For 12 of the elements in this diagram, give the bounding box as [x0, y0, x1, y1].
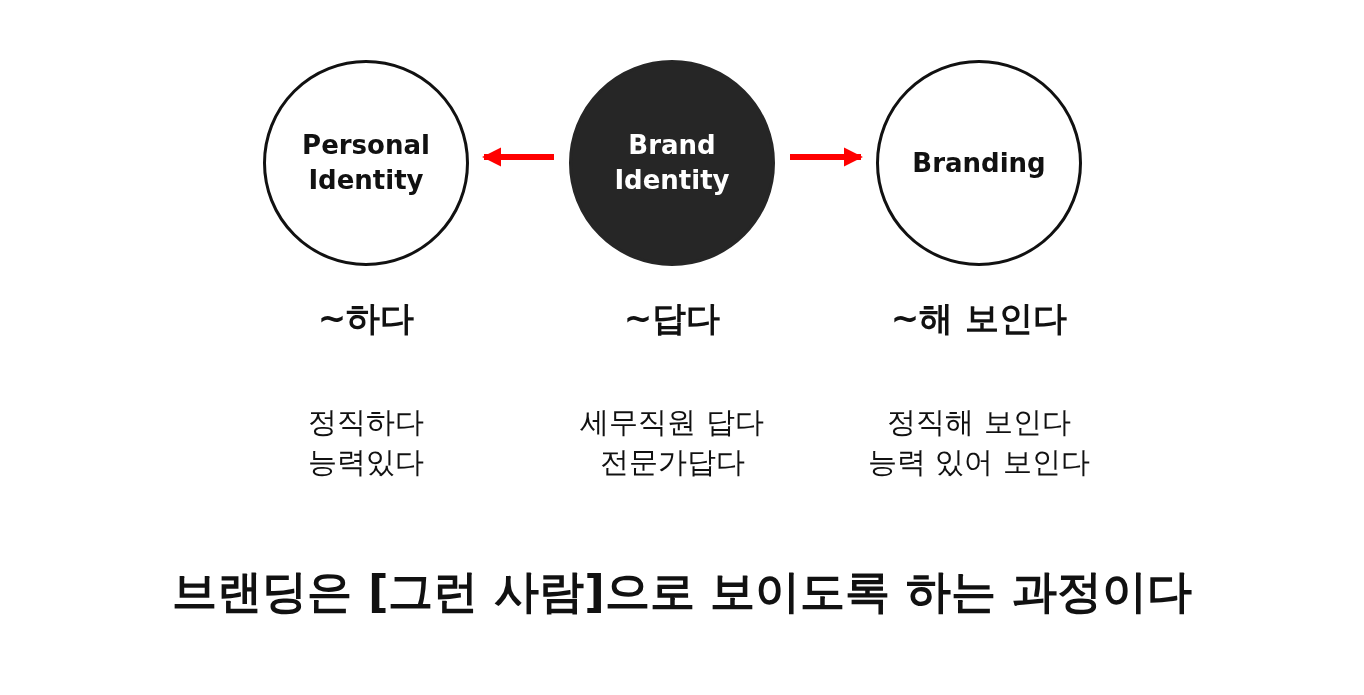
- suffix-heading: ~해 보인다: [889, 297, 1069, 340]
- suffix-heading: ~하다: [316, 297, 416, 340]
- identity-circle: Personal Identity: [263, 60, 469, 266]
- conclusion-sentence: 브랜딩은 [그런 사람]으로 보이도록 하는 과정이다: [171, 564, 1193, 620]
- arrow: [790, 147, 863, 167]
- example-text: 정직하다 능력있다: [307, 404, 425, 481]
- suffix-heading: ~답다: [622, 297, 722, 340]
- arrow: [482, 147, 554, 167]
- identity-circle: Branding: [876, 60, 1082, 266]
- example-text: 세무직원 답다 전문가답다: [579, 404, 765, 481]
- example-text: 정직해 보인다 능력 있어 보인다: [867, 404, 1091, 481]
- identity-circle: Brand Identity: [569, 60, 775, 266]
